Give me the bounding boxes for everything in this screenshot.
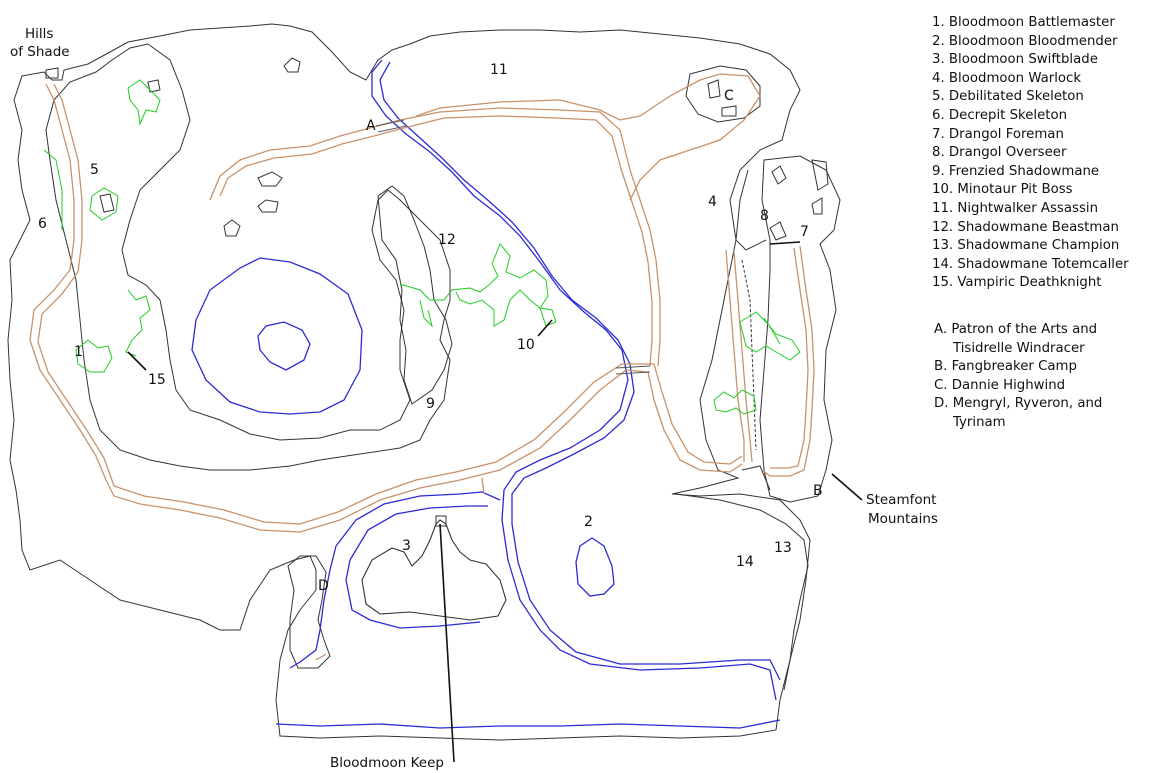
map-label-14: 14 <box>736 554 754 570</box>
legend-number-item: 8. Drangol Overseer <box>932 145 1067 161</box>
map-label-10: 10 <box>517 337 535 353</box>
water <box>191 59 781 729</box>
land-outline-main <box>7 23 811 741</box>
hill-outline-9 <box>377 185 453 405</box>
legend-number-item: 3. Bloodmoon Swiftblade <box>932 52 1098 68</box>
map-label-7: 7 <box>800 224 809 240</box>
place-steamfont-line1: Steamfont <box>866 492 936 508</box>
land-outline-east-strip <box>759 155 841 503</box>
map-label-12: 12 <box>438 232 456 248</box>
map-label-1: 1 <box>74 344 83 360</box>
land-outline-east-inner <box>735 169 771 491</box>
legend-letter-item: D. Mengryl, Ryveron, and Tyrinam <box>934 396 1103 430</box>
legend-number-item: 7. Drangol Foreman <box>932 126 1064 142</box>
legend-number-item: 4. Bloodmoon Warlock <box>932 70 1082 86</box>
legend-letter-item: B. Fangbreaker Camp <box>934 359 1077 375</box>
legend-letter-item: C. Dannie Highwind <box>934 377 1066 393</box>
place-steamfont-line2: Mountains <box>868 511 938 527</box>
keep-walls <box>361 519 507 621</box>
map-label-2: 2 <box>584 514 593 530</box>
legend-number-item: 5. Debilitated Skeleton <box>932 89 1084 105</box>
legend-number-item: 13. Shadowmane Champion <box>932 238 1120 254</box>
map-label-8: 8 <box>760 208 769 224</box>
map-label-a: A <box>366 118 376 134</box>
legend-letter-item: A. Patron of the Arts and Tisidrelle Win… <box>934 322 1098 356</box>
map-label-d: D <box>318 578 329 594</box>
legend-number-item: 15. Vampiric Deathknight <box>932 275 1102 291</box>
legend-number-item: 11. Nightwalker Assassin <box>932 200 1098 216</box>
land-outline-c-area <box>685 65 761 123</box>
map-label-13: 13 <box>774 540 792 556</box>
legend-number-item: 9. Frenzied Shadowmane <box>932 163 1100 179</box>
legend-number-item: 2. Bloodmoon Bloodmender <box>932 33 1118 49</box>
map-numbers: 1 2 3 4 5 6 7 8 9 10 11 12 13 14 15 A B … <box>38 62 823 594</box>
roads <box>29 73 815 661</box>
map-label-5: 5 <box>90 162 99 178</box>
place-hills-line1: Hills <box>25 26 53 42</box>
map-label-15: 15 <box>148 372 166 388</box>
legend-number-item: 14. Shadowmane Totemcaller <box>932 256 1129 272</box>
legend-number-item: 6. Decrepit Skeleton <box>932 107 1068 123</box>
map-label-6: 6 <box>38 216 47 232</box>
map-label-3: 3 <box>402 538 411 554</box>
map-label-b: B <box>813 483 823 499</box>
map-label-4: 4 <box>708 194 717 210</box>
place-names: Hills of Shade Steamfont Mountains Blood… <box>10 26 938 771</box>
place-hills-line2: of Shade <box>10 44 70 60</box>
legend-numbers: 1. Bloodmoon Battlemaster 2. Bloodmoon Bl… <box>932 14 1152 293</box>
pointers <box>127 319 863 763</box>
land-outline-west-lobe <box>45 43 451 471</box>
foliage <box>43 79 801 415</box>
legend-letters: A. Patron of the Arts and Tisidrelle Win… <box>934 321 1154 433</box>
place-bloodmoon-keep: Bloodmoon Keep <box>330 755 444 771</box>
rocks <box>45 57 829 527</box>
land-outline-d-lobe <box>287 555 331 669</box>
map-label-11: 11 <box>490 62 508 78</box>
legend-number-item: 1. Bloodmoon Battlemaster <box>932 15 1115 30</box>
map-label-9: 9 <box>426 396 435 412</box>
legend-number-item: 12. Shadowmane Beastman <box>932 219 1119 235</box>
map-label-c: C <box>724 88 734 104</box>
legend-number-item: 10. Minotaur Pit Boss <box>932 182 1073 198</box>
land-outline-se-lobe <box>675 493 809 691</box>
